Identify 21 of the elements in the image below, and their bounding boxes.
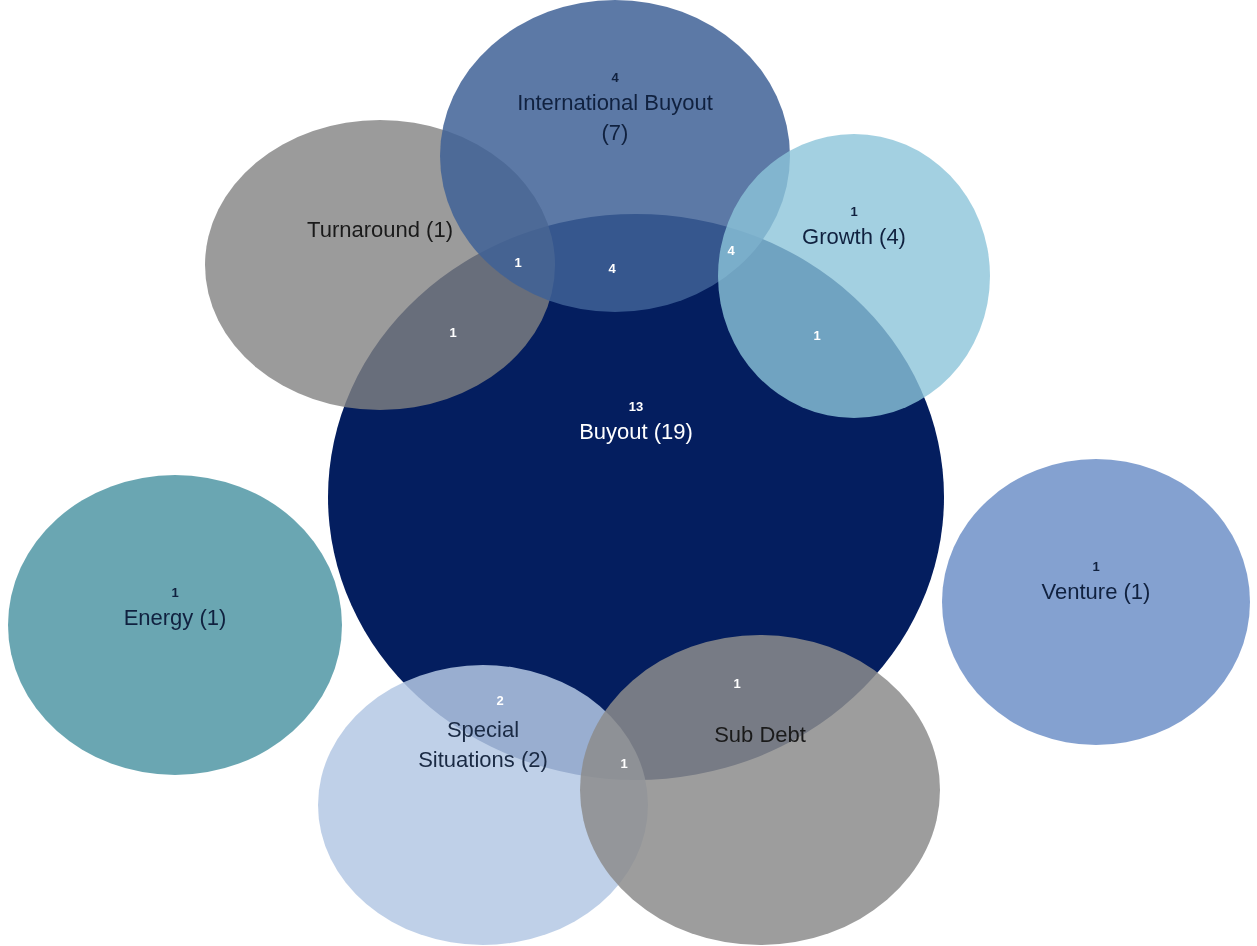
category-label: Energy (1) bbox=[122, 604, 228, 632]
category-label: Buyout (19) bbox=[578, 418, 694, 446]
count-label: 1 bbox=[170, 585, 180, 600]
overlap-count: 4 bbox=[727, 242, 735, 258]
overlap-count: 4 bbox=[608, 260, 616, 276]
count-label: 4 bbox=[610, 70, 620, 85]
overlap-count: 1 bbox=[449, 324, 457, 340]
overlap-count: 2 bbox=[496, 692, 504, 708]
category-label: Growth (4) bbox=[801, 223, 907, 251]
overlap-count: 1 bbox=[514, 254, 522, 270]
overlap-count: 1 bbox=[733, 675, 741, 691]
category-label: Special Situations (2) bbox=[417, 716, 549, 774]
count-label: 1 bbox=[1091, 559, 1101, 574]
overlap-count: 1 bbox=[813, 327, 821, 343]
overlap-count: 1 bbox=[620, 755, 628, 771]
category-label: Sub Debt bbox=[713, 721, 807, 749]
count-label: 1 bbox=[849, 204, 859, 219]
category-label: Venture (1) bbox=[1040, 578, 1152, 606]
category-label: International Buyout (7) bbox=[516, 89, 714, 147]
count-label: 13 bbox=[627, 399, 645, 414]
category-label: Turnaround (1) bbox=[306, 216, 454, 244]
